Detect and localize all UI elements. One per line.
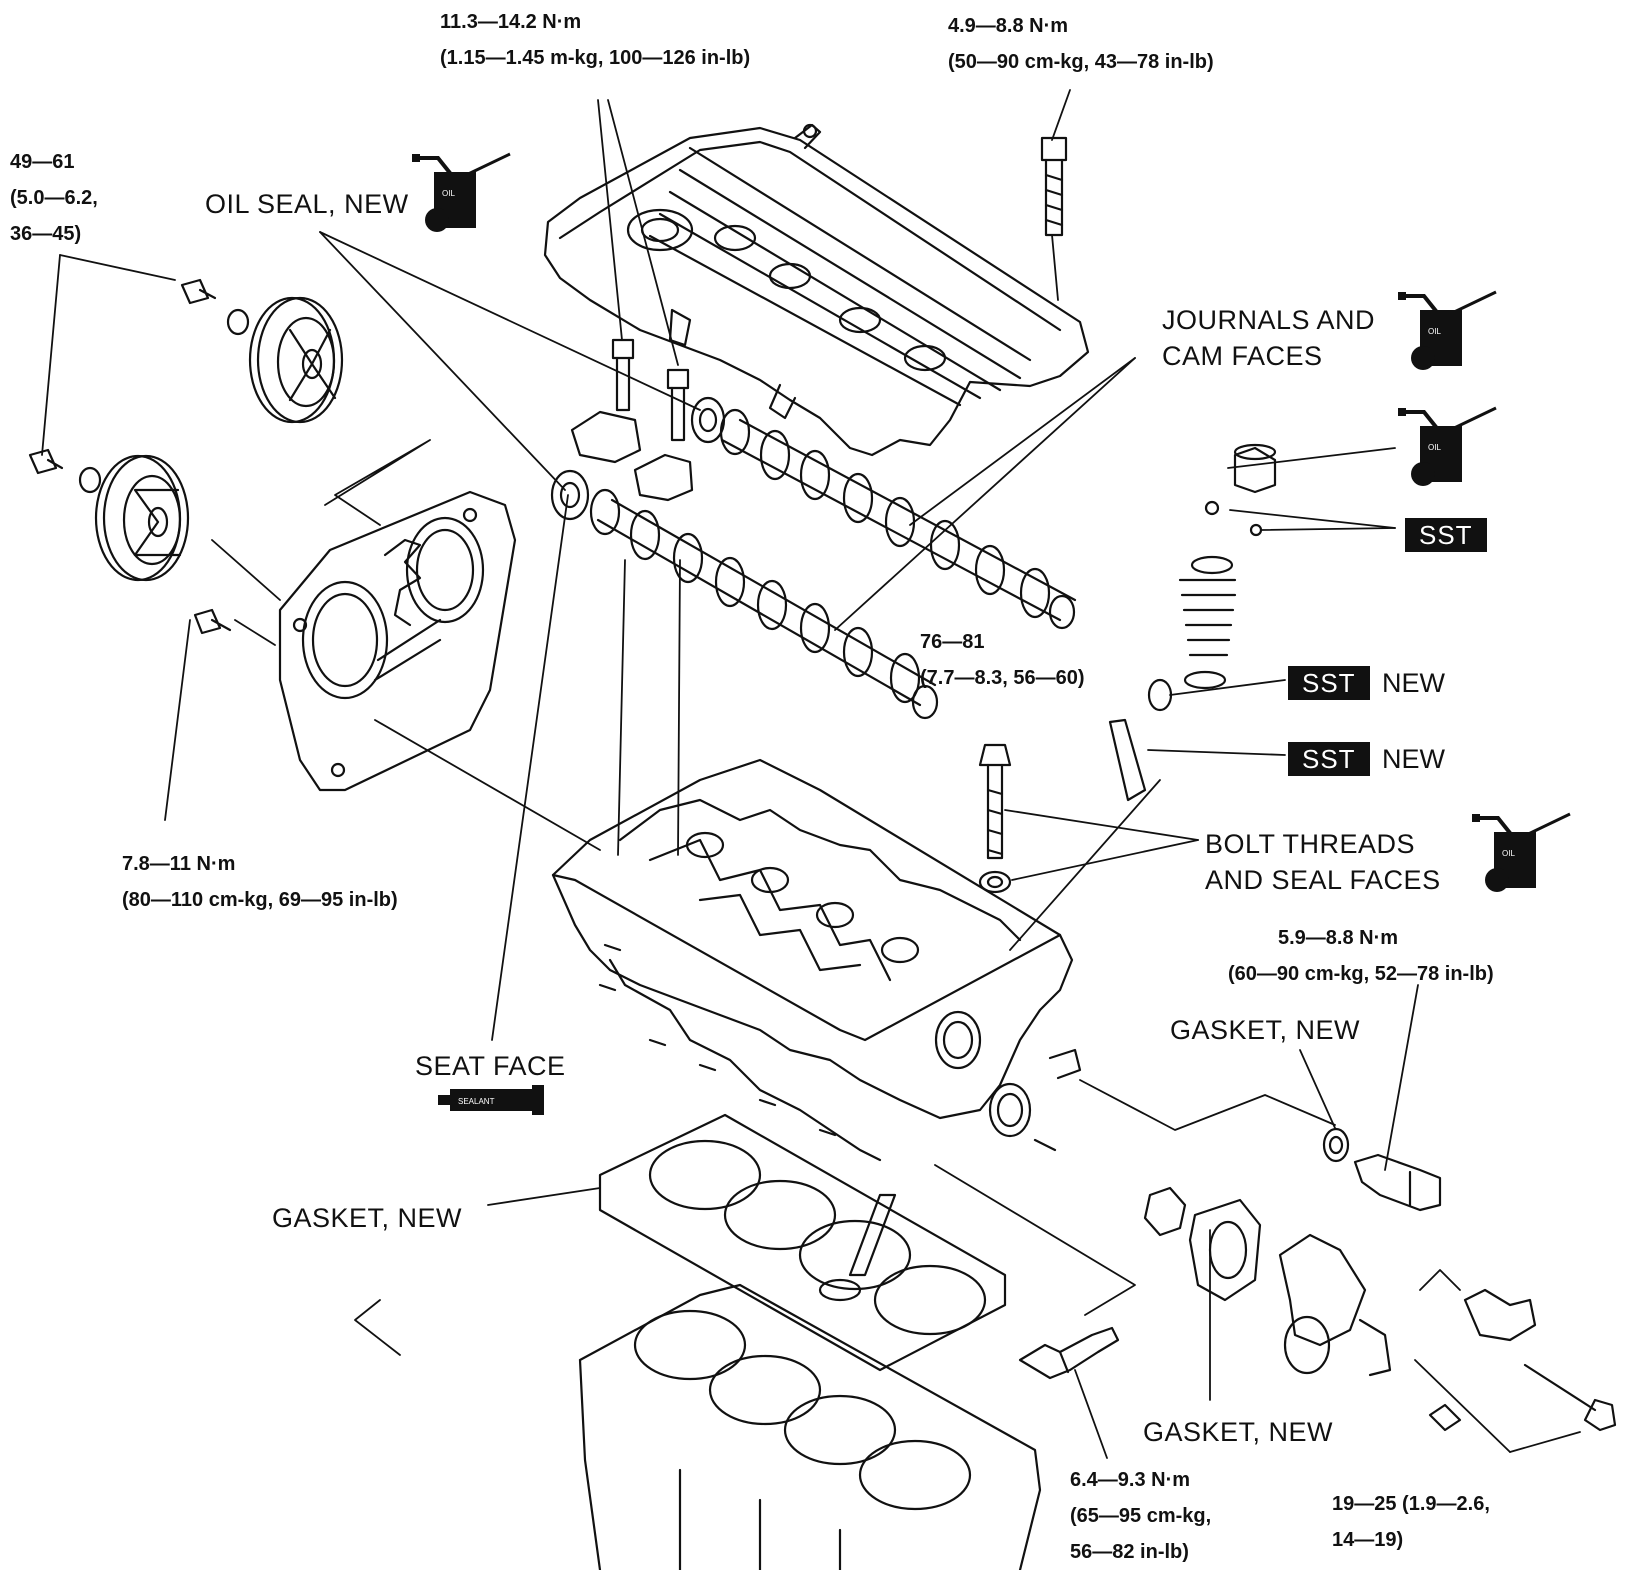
torque-cover-bolt-left: 11.3—14.2 N·m (1.15—1.45 m-kg, 100—126 i… bbox=[440, 4, 750, 76]
torque-sensor-top: 5.9—8.8 N·m (60—90 cm-kg, 52—78 in-lb) bbox=[1228, 920, 1494, 992]
torque-sensor-bottom: 6.4—9.3 N·m (65—95 cm-kg, 56—82 in-lb) bbox=[1070, 1462, 1211, 1570]
torque-line: 4.9—8.8 N·m bbox=[948, 15, 1069, 37]
torque-line: 36—45) bbox=[10, 223, 82, 245]
torque-line: (1.15—1.45 m-kg, 100—126 in-lb) bbox=[440, 47, 751, 69]
torque-line: 7.8—11 N·m bbox=[122, 853, 236, 875]
cam-pulley-upper bbox=[180, 278, 344, 424]
torque-line: (60—90 cm-kg, 52—78 in-lb) bbox=[1228, 963, 1494, 985]
label-seat-face: SEAT FACE bbox=[415, 1051, 566, 1081]
label-line: AND SEAL FACES bbox=[1205, 865, 1441, 895]
sealant-tube-icon: SEALANT bbox=[438, 1085, 548, 1120]
oil-can-icon: OIL bbox=[412, 152, 512, 235]
oil-can-label: OIL bbox=[442, 189, 455, 198]
sealant-label: SEALANT bbox=[458, 1097, 495, 1106]
valve-train bbox=[818, 443, 1277, 1302]
torque-line: (50—90 cm-kg, 43—78 in-lb) bbox=[948, 51, 1214, 73]
torque-head-bolt: 76—81 (7.7—8.3, 56—60) bbox=[920, 624, 1085, 696]
torque-line: 6.4—9.3 N·m bbox=[1070, 1469, 1191, 1491]
cover-bolts bbox=[611, 136, 1068, 442]
leader-lines bbox=[41, 89, 1581, 1459]
torque-line: 11.3—14.2 N·m bbox=[440, 11, 582, 33]
label-gasket-sensor: GASKET, NEW bbox=[1170, 1015, 1361, 1045]
oil-can-icon: OIL bbox=[1472, 812, 1572, 895]
torque-line: (7.7—8.3, 56—60) bbox=[920, 667, 1085, 689]
torque-cover-bolt-right: 4.9—8.8 N·m (50—90 cm-kg, 43—78 in-lb) bbox=[948, 8, 1214, 80]
cylinder-head-cover bbox=[543, 123, 1090, 457]
torque-line: 14—19) bbox=[1332, 1529, 1404, 1551]
head-bolt bbox=[978, 743, 1012, 894]
torque-line: (5.0—6.2, bbox=[10, 187, 98, 209]
label-gasket-head: GASKET, NEW bbox=[272, 1203, 463, 1233]
new-tag: NEW bbox=[1382, 668, 1445, 698]
cylinder-head bbox=[551, 758, 1082, 1162]
new-tag: NEW bbox=[1382, 744, 1445, 774]
cam-pulley-lower bbox=[28, 448, 190, 582]
torque-line: 19—25 (1.9—2.6, bbox=[1332, 1493, 1490, 1515]
label-oil-seal: OIL SEAL, NEW bbox=[205, 189, 409, 219]
torque-line: (80—110 cm-kg, 69—95 in-lb) bbox=[122, 889, 398, 911]
torque-line: 76—81 bbox=[920, 631, 985, 653]
sst-tag: SST bbox=[1288, 666, 1370, 700]
torque-line: 49—61 bbox=[10, 151, 75, 173]
label-line: CAM FACES bbox=[1162, 341, 1323, 371]
head-gasket bbox=[598, 1113, 1007, 1372]
torque-line: (65—95 cm-kg, bbox=[1070, 1505, 1212, 1527]
oil-can-icon: OIL bbox=[1398, 290, 1498, 373]
sst-tag: SST bbox=[1405, 518, 1487, 552]
oil-seals bbox=[550, 396, 726, 521]
thermostat-housing bbox=[1143, 1186, 1617, 1432]
torque-pulley-bolt: 49—61 (5.0—6.2, 36—45) bbox=[10, 144, 98, 252]
cylinder-block bbox=[578, 1283, 1042, 1570]
torque-seal-plate: 7.8—11 N·m (80—110 cm-kg, 69—95 in-lb) bbox=[122, 846, 398, 918]
label-line: JOURNALS AND bbox=[1162, 305, 1376, 335]
oil-can-icon: OIL bbox=[1398, 406, 1498, 489]
torque-line: 56—82 in-lb) bbox=[1070, 1541, 1189, 1563]
torque-line: 5.9—8.8 N·m bbox=[1278, 927, 1399, 949]
label-journals-cam-faces: JOURNALS AND CAM FACES bbox=[1162, 302, 1375, 374]
oil-can-label: OIL bbox=[1428, 443, 1441, 452]
camshafts bbox=[589, 408, 1077, 720]
temperature-sensor-bottom bbox=[1018, 1326, 1120, 1380]
label-line: BOLT THREADS bbox=[1205, 829, 1416, 859]
sst-tag: SST bbox=[1288, 742, 1370, 776]
oil-can-label: OIL bbox=[1502, 849, 1515, 858]
label-gasket-thermostat: GASKET, NEW bbox=[1143, 1417, 1334, 1447]
seal-plate bbox=[193, 490, 517, 792]
temperature-sensor-right bbox=[1322, 1127, 1442, 1212]
label-bolt-threads: BOLT THREADS AND SEAL FACES bbox=[1205, 826, 1441, 898]
torque-thermostat-bolt: 19—25 (1.9—2.6, 14—19) bbox=[1332, 1486, 1490, 1558]
oil-can-label: OIL bbox=[1428, 327, 1441, 336]
